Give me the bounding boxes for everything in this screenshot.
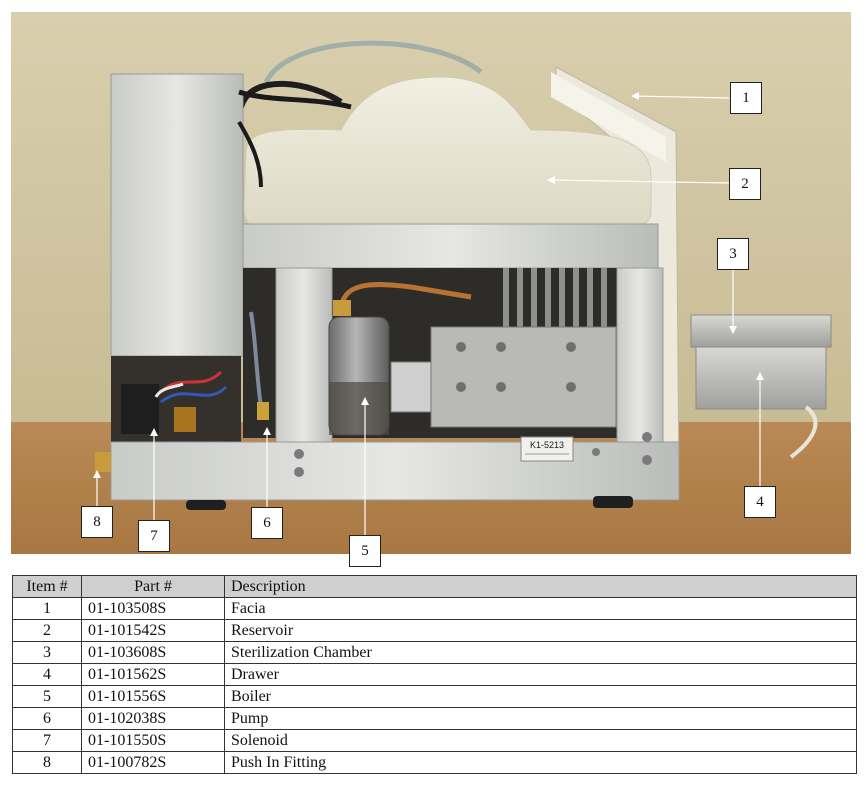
part-description: Reservoir	[224, 619, 857, 642]
item-number: 6	[12, 707, 82, 730]
item-number: 8	[12, 751, 82, 774]
table-row: 3 01-103608S Sterilization Chamber	[12, 641, 857, 664]
part-number: 01-103508S	[81, 597, 225, 620]
part-number: 01-101542S	[81, 619, 225, 642]
item-number: 2	[12, 619, 82, 642]
header-description: Description	[224, 575, 857, 598]
label-plate-text: K1-5213	[530, 440, 564, 450]
callout-2: 2	[729, 168, 761, 200]
header-part: Part #	[81, 575, 225, 598]
callout-3: 3	[717, 238, 749, 270]
part-number: 01-103608S	[81, 641, 225, 664]
part-description: Facia	[224, 597, 857, 620]
callout-4: 4	[744, 486, 776, 518]
header-item: Item #	[12, 575, 82, 598]
sterilizer-illustration: K1-5213	[11, 12, 851, 554]
callout-1: 1	[730, 82, 762, 114]
table-row: 4 01-101562S Drawer	[12, 663, 857, 686]
part-number: 01-101550S	[81, 729, 225, 752]
part-number: 01-100782S	[81, 751, 225, 774]
table-row: 5 01-101556S Boiler	[12, 685, 857, 708]
item-number: 3	[12, 641, 82, 664]
callout-7: 7	[138, 520, 170, 552]
part-description: Sterilization Chamber	[224, 641, 857, 664]
item-number: 4	[12, 663, 82, 686]
part-description: Push In Fitting	[224, 751, 857, 774]
item-number: 7	[12, 729, 82, 752]
table-header-row: Item # Part # Description	[12, 575, 857, 598]
part-description: Drawer	[224, 663, 857, 686]
table-row: 1 01-103508S Facia	[12, 597, 857, 620]
product-photo: K1-5213	[11, 12, 851, 554]
part-description: Boiler	[224, 685, 857, 708]
callout-5: 5	[349, 535, 381, 567]
part-number: 01-101556S	[81, 685, 225, 708]
part-description: Solenoid	[224, 729, 857, 752]
table-row: 8 01-100782S Push In Fitting	[12, 751, 857, 774]
table-row: 6 01-102038S Pump	[12, 707, 857, 730]
item-number: 1	[12, 597, 82, 620]
item-number: 5	[12, 685, 82, 708]
parts-table: Item # Part # Description 1 01-103508S F…	[12, 575, 857, 774]
table-row: 2 01-101542S Reservoir	[12, 619, 857, 642]
callout-8: 8	[81, 506, 113, 538]
callout-6: 6	[251, 507, 283, 539]
table-row: 7 01-101550S Solenoid	[12, 729, 857, 752]
part-description: Pump	[224, 707, 857, 730]
part-number: 01-101562S	[81, 663, 225, 686]
part-number: 01-102038S	[81, 707, 225, 730]
